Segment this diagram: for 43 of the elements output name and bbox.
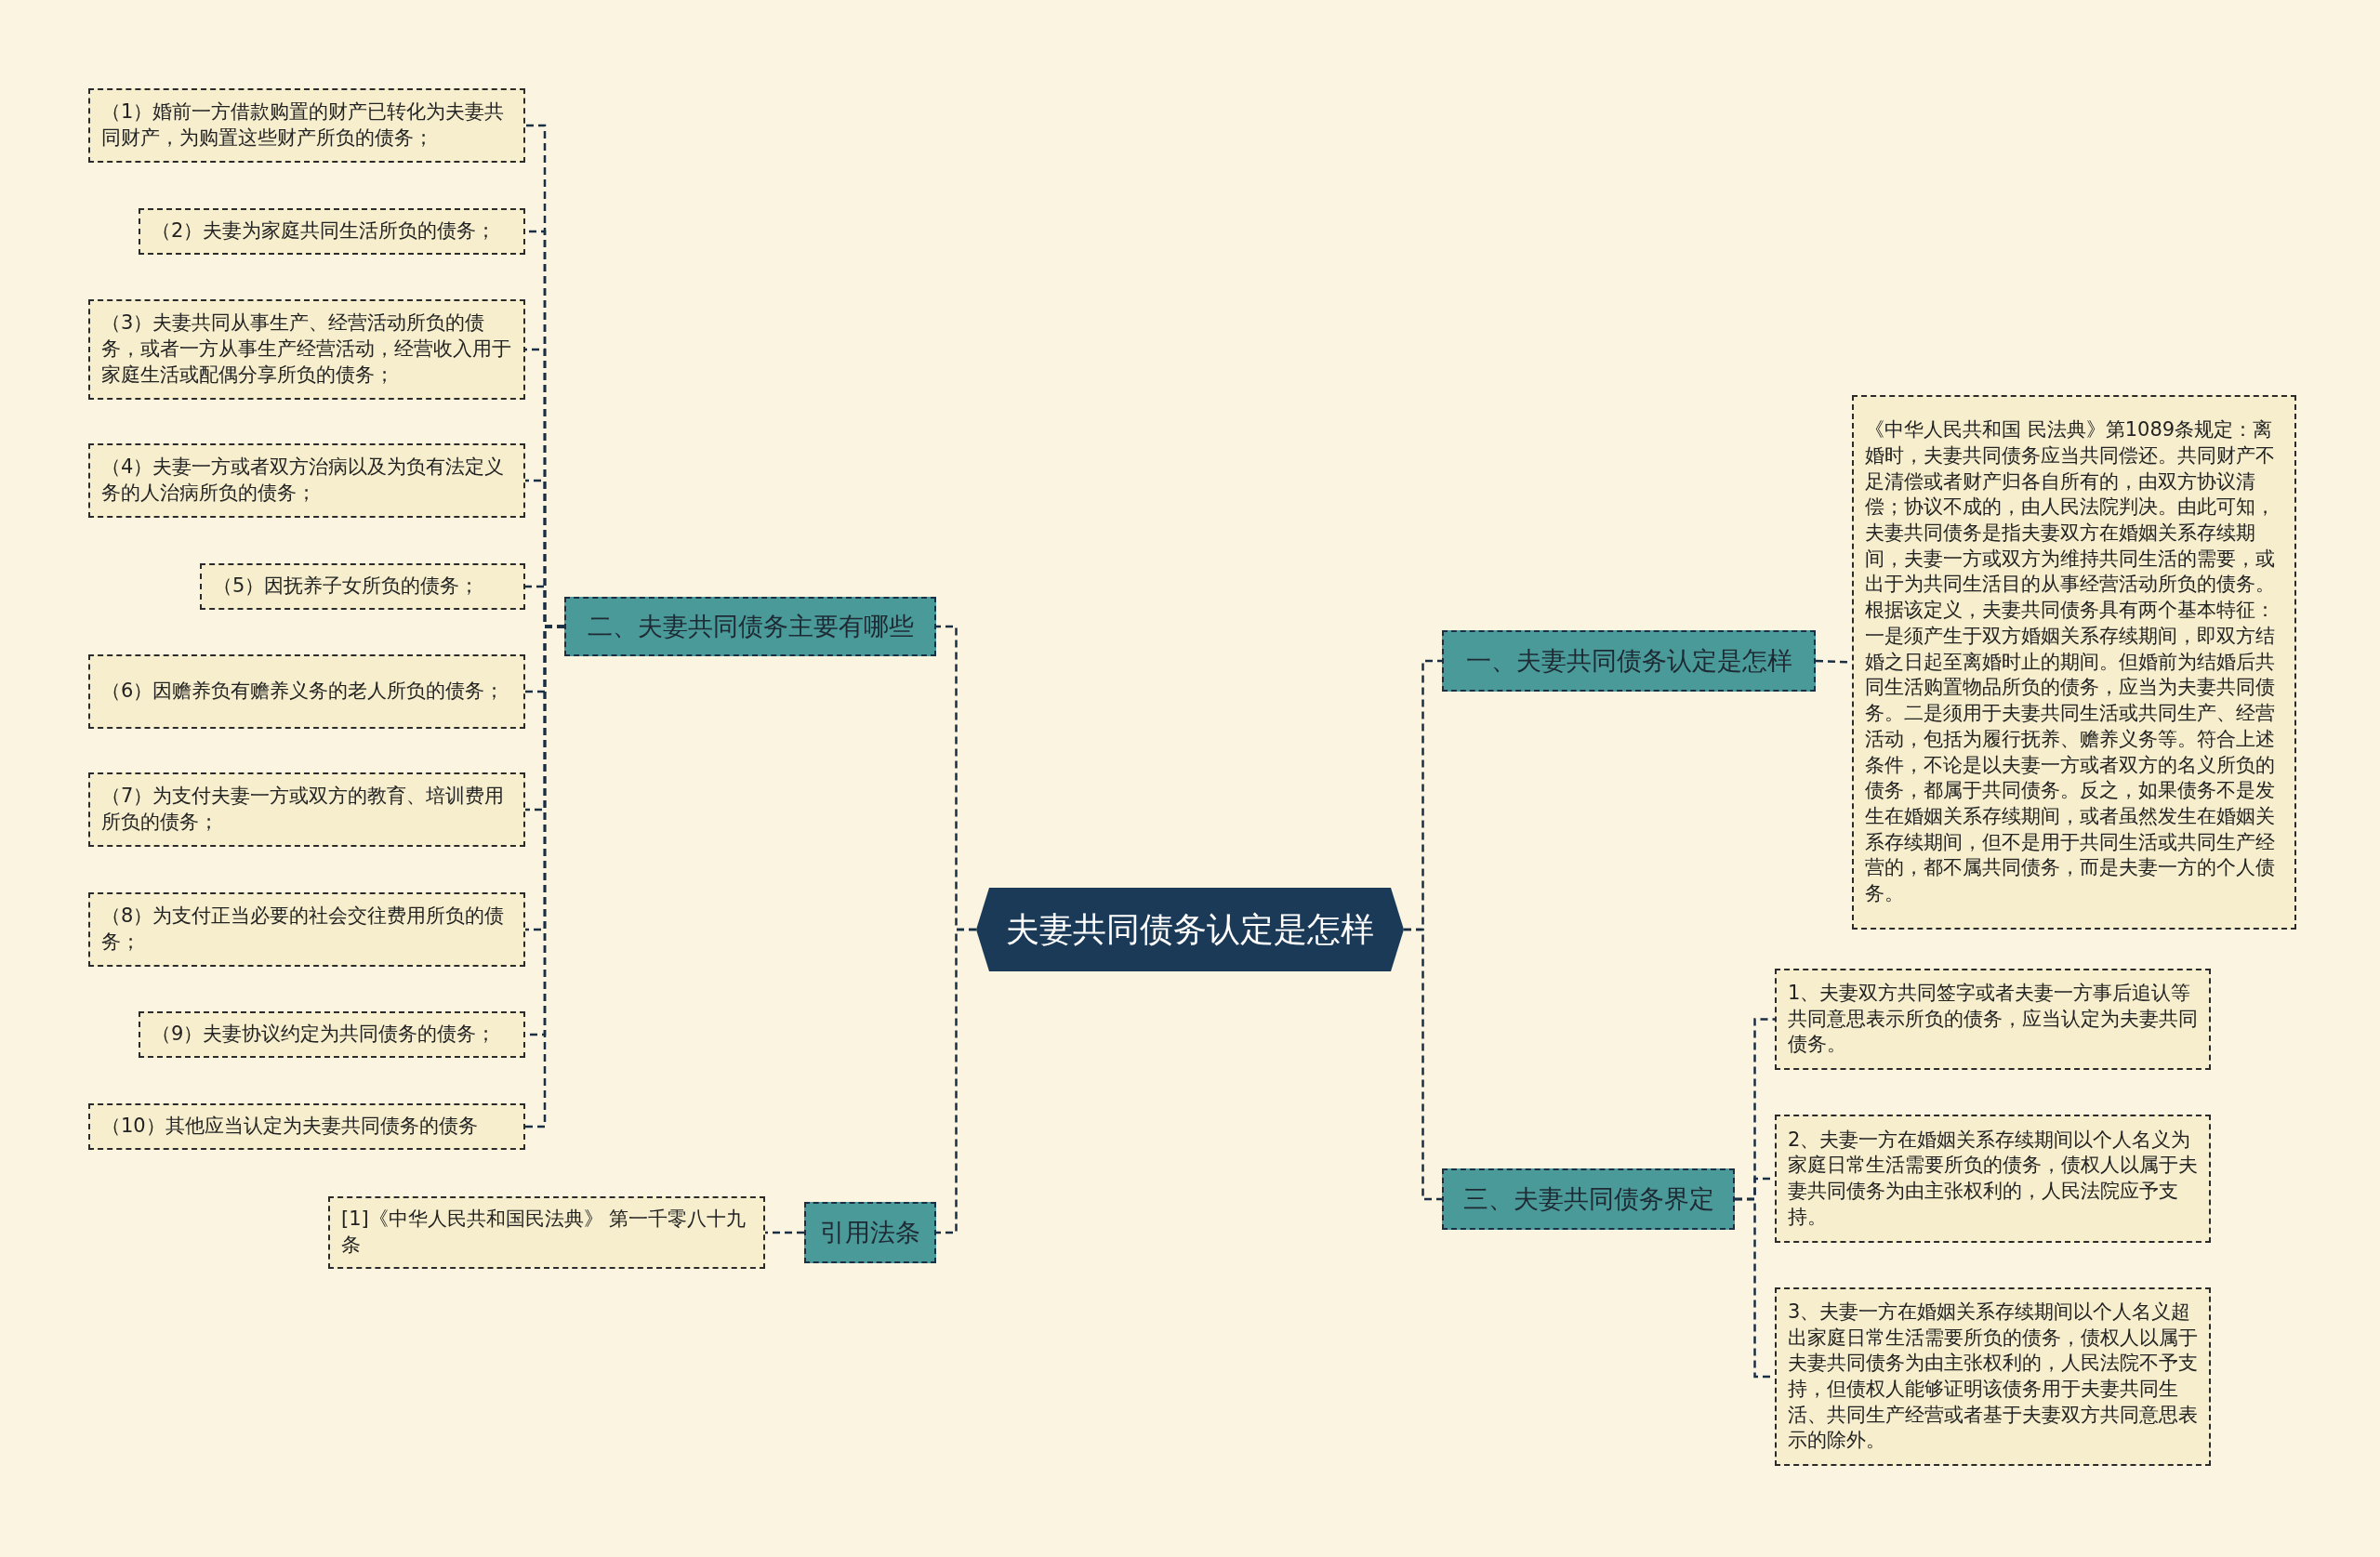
note-text: 2、夫妻一方在婚姻关系存续期间以个人名义为家庭日常生活需要所负的债务，债权人以属于夫妻共同债务为由主张权利的，人民法院应予支持。 xyxy=(1788,1127,2198,1230)
topic-box xyxy=(1442,1168,1735,1230)
note-text: （5）因抚养子女所负的债务； xyxy=(213,574,480,600)
note-text: （7）为支付夫妻一方或双方的教育、培训费用所负的债务； xyxy=(101,784,506,835)
note-text: （4）夫妻一方或者双方治病以及为负有法定义务的人治病所负的债务； xyxy=(101,455,506,506)
note-text: （3）夫妻共同从事生产、经营活动所负的债务，或者一方从事生产经营活动，经营收入用于家庭生活或配偶分享所负的债务； xyxy=(101,310,512,388)
topic-label: 二、夫妻共同债务主要有哪些 xyxy=(587,611,914,642)
note-box xyxy=(139,208,525,255)
note-box xyxy=(88,892,525,967)
note-text: 1、夫妻双方共同签字或者夫妻一方事后追认等共同意思表示所负的债务，应当认定为夫妻共同债务。 xyxy=(1788,980,2198,1058)
note-box xyxy=(139,1011,525,1058)
note-text: （1）婚前一方借款购置的财产已转化为夫妻共同财产，为购置这些财产所负的债务； xyxy=(101,99,506,151)
note-text: （10）其他应当认定为夫妻共同债务的债务 xyxy=(101,1114,478,1140)
note-text: （2）夫妻为家庭共同生活所负的债务； xyxy=(152,218,496,244)
connector-line xyxy=(765,1231,804,1234)
connector-line xyxy=(936,928,976,1234)
note-box xyxy=(1775,1287,2211,1466)
note-box xyxy=(88,772,525,847)
note-text: （6）因赡养负有赡养义务的老人所负的债务； xyxy=(101,679,505,705)
note-box xyxy=(88,654,525,729)
topic-label: 三、夫妻共同债务界定 xyxy=(1462,1183,1714,1215)
note-box xyxy=(1775,969,2211,1070)
note-text: 《中华人民共和国 民法典》第1089条规定：离婚时，夫妻共同债务应当共同偿还。共同财产不足清偿或者财产归各自所有的，由双方协议清偿；协议不成的，由人民法院判决。由此可知，夫妻共同债务是指夫妻双方在婚姻关系存续期间，夫妻一方或双方为维持共同生活的需要，或出于为共同生活目的从事经营活动所负的债务。根据该定义，夫妻共同债务具有两个基本特征：一是须产生于双方婚姻关系存续期间，即双方结婚之日起至离婚时止的期间。但婚前为结婚后共同生活购置物品所负的债务，应当为夫妻共同债务。二是须用于夫妻共同生活或共同生产、经营活动，包括为履行抚养、赡养义务等。符合上述条件，不论是以夫妻一方或者双方的名义所负的债务，都属于共同债务。反之，如果债务不是发生在婚姻关系存续期间，或者虽然发生在婚姻关系存续期间，但不是用于共同生活或共同生产经营的，都不属共同债务，而是夫妻一方的个人债务。 xyxy=(1865,417,2276,907)
note-box xyxy=(328,1196,765,1269)
topic-label: 夫妻共同债务认定是怎样 xyxy=(1006,908,1374,950)
note-box xyxy=(88,88,525,163)
note-box xyxy=(88,299,525,400)
note-text: （8）为支付正当必要的社会交往费用所负的债务； xyxy=(101,904,506,955)
note-box xyxy=(200,563,525,610)
note-text: [1]《中华人民共和国民法典》 第一千零八十九条 xyxy=(341,1207,747,1258)
note-box xyxy=(1852,395,2296,930)
topic-box xyxy=(804,1202,936,1263)
topic-label: 一、夫妻共同债务认定是怎样 xyxy=(1465,645,1792,677)
note-text: 3、夫妻一方在婚姻关系存续期间以个人名义超出家庭日常生活需要所负的债务，债权人以属于夫妻共同债务为由主张权利的，人民法院不予支持，但债权人能够证明该债务用于夫妻共同生活、共同生产经营或者基于夫妻双方共同意思表示的除外。 xyxy=(1788,1299,2198,1454)
connector-line xyxy=(1404,928,1442,1201)
note-box xyxy=(1775,1115,2211,1243)
topic-label: 引用法条 xyxy=(820,1217,920,1248)
note-text: （9）夫妻协议约定为共同债务的债务； xyxy=(152,1022,496,1048)
note-box xyxy=(88,443,525,518)
note-box xyxy=(88,1103,525,1150)
topic-box xyxy=(564,597,936,656)
topic-box xyxy=(1442,630,1816,692)
central-topic xyxy=(976,888,1404,971)
